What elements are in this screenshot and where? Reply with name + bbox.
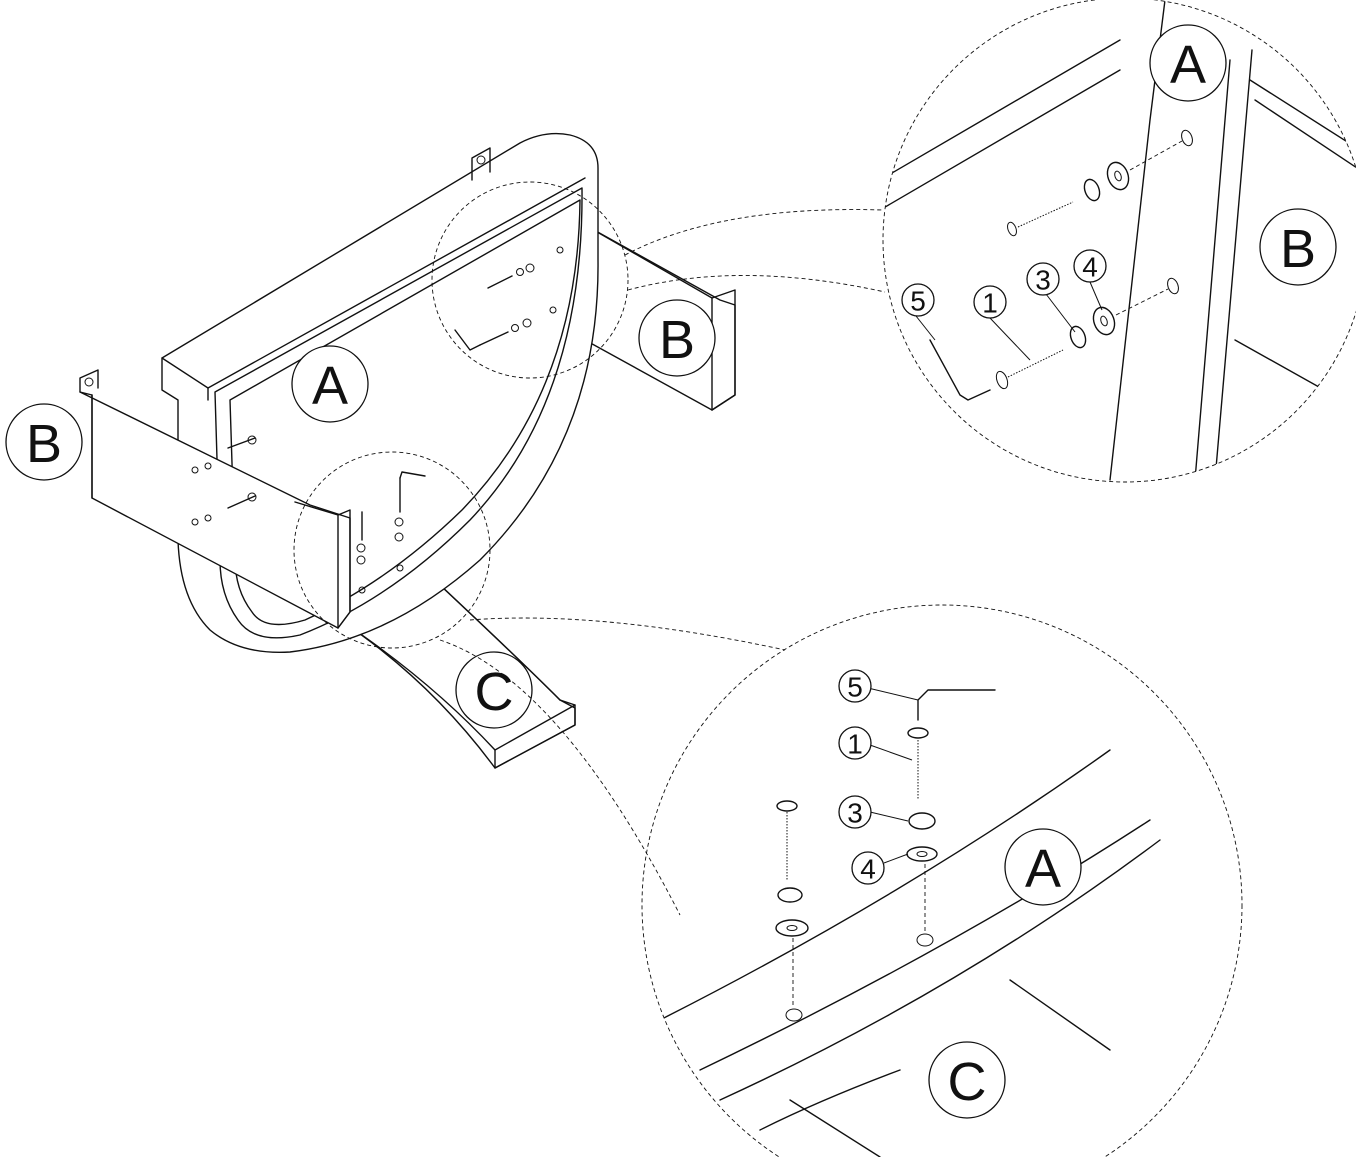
- label-main-c: C: [455, 651, 533, 729]
- label-main-b-right: B: [638, 299, 716, 377]
- top-hex-key: [929, 339, 991, 401]
- callout-bottom-1-text: 1: [847, 729, 863, 760]
- label-detail-bottom-c-text: C: [948, 1052, 987, 1112]
- callout-bottom-5: 5: [838, 669, 872, 703]
- bottom-left-bolt: [775, 800, 809, 1022]
- main-hardware: [191, 246, 564, 594]
- label-detail-top-a-text: A: [1170, 35, 1206, 95]
- part-b-left-support: [79, 391, 351, 629]
- callout-bottom-3-text: 3: [847, 798, 863, 829]
- callout-top-5-text: 5: [910, 286, 926, 317]
- detail-zone-top: [431, 181, 629, 379]
- callout-top-5: 5: [901, 283, 935, 317]
- callout-top-1: 1: [973, 285, 1007, 319]
- callout-top-3: 3: [1026, 262, 1060, 296]
- detail-leaders: [439, 209, 886, 916]
- label-main-b-left-text: B: [26, 414, 62, 474]
- bottom-hex-key: [917, 689, 996, 721]
- callout-bottom-1: 1: [838, 726, 872, 760]
- callout-bottom-4-text: 4: [860, 854, 876, 885]
- label-detail-bottom-a: A: [1004, 828, 1082, 906]
- callout-top-3-text: 3: [1035, 265, 1051, 296]
- bottom-right-bolt: [906, 689, 996, 947]
- top-upper-bolt: [1007, 129, 1193, 237]
- label-detail-top-a: A: [1149, 24, 1227, 102]
- label-main-b-left: B: [5, 403, 83, 481]
- callout-bottom-4: 4: [851, 851, 885, 885]
- callout-bottom-3: 3: [838, 795, 872, 829]
- label-detail-top-b: B: [1259, 208, 1337, 286]
- detail-top: 5 1 3 4 A B: [882, 0, 1356, 483]
- label-main-b-right-text: B: [659, 310, 695, 370]
- detail-bottom: 5 1 3 4 A C: [641, 604, 1243, 1157]
- label-detail-bottom-c: C: [928, 1041, 1006, 1119]
- callout-bottom-5-text: 5: [847, 672, 863, 703]
- top-lower-bolt: [995, 277, 1179, 390]
- main-assembly: A B B C: [5, 132, 736, 769]
- label-main-a: A: [291, 345, 369, 423]
- callout-top-4: 4: [1073, 249, 1107, 283]
- callout-top-1-text: 1: [982, 288, 998, 319]
- label-main-a-text: A: [312, 356, 348, 416]
- label-detail-bottom-a-text: A: [1025, 839, 1061, 899]
- detail-zone-bottom: [293, 451, 491, 649]
- label-detail-top-b-text: B: [1280, 219, 1316, 279]
- callout-top-4-text: 4: [1082, 252, 1098, 283]
- label-main-c-text: C: [475, 662, 514, 722]
